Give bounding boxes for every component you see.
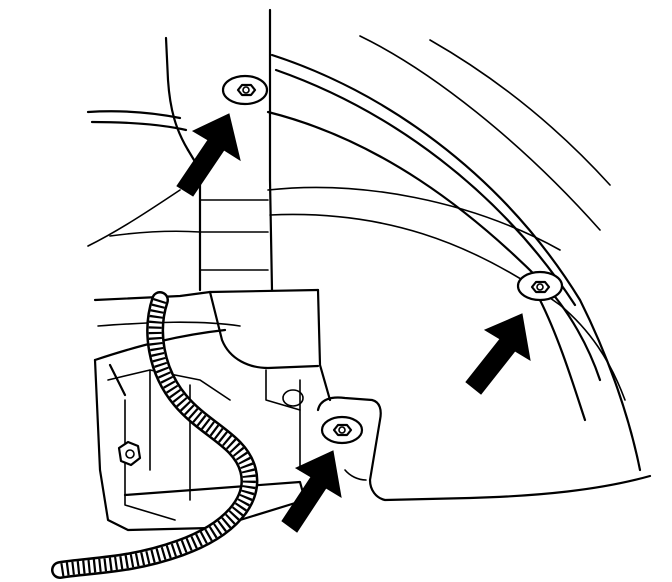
arrow-icon-lower bbox=[281, 450, 342, 533]
lower-tab bbox=[316, 396, 652, 502]
bolt-icon-lower bbox=[320, 415, 364, 445]
lower-bracket bbox=[93, 288, 332, 532]
fender-panel bbox=[266, 35, 642, 472]
hex-bolt-icon bbox=[117, 440, 142, 467]
bolt-icon-right bbox=[516, 270, 564, 302]
wiring-conduit bbox=[51, 291, 259, 579]
arrow-icon-top bbox=[176, 113, 241, 197]
bolt-icon-top bbox=[221, 74, 269, 106]
arrow-icon-right bbox=[465, 313, 531, 395]
